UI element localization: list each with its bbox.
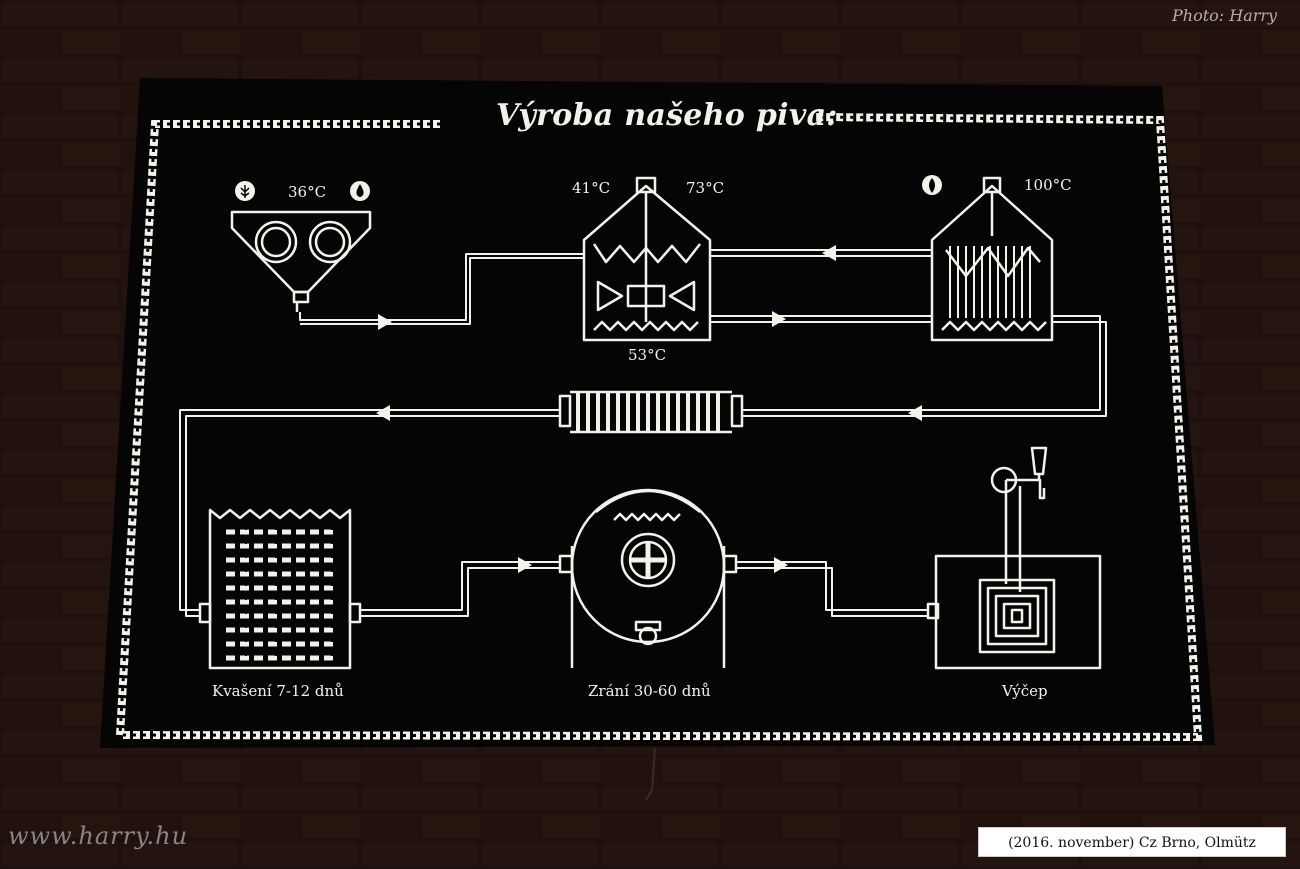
mash-temperature-left: 41°C [572,179,611,197]
flow-arrows [376,245,922,573]
lauter-temperature: 100°C [1024,176,1072,194]
board-title: Výroba našeho piva: [496,98,838,133]
heat-exchanger [558,390,744,434]
grain-mill [230,210,372,312]
step-maturation: Zrání 30-60 dnů [588,682,711,700]
fermentation-vessel [198,508,362,670]
chain-frame [115,113,1203,742]
hops-icon [922,175,942,195]
mill-temperature: 36°C [288,183,327,201]
mash-tun [582,176,712,342]
water-drop-icon [350,181,370,201]
maturation-tank [558,488,738,668]
photo-caption: (2016. november) Cz Brno, Olmütz [978,827,1286,857]
lauter-tun [930,176,1054,342]
mash-temperature-right: 73°C [686,179,725,197]
photo-credit: Photo: Harry [1172,6,1278,25]
brewing-diagram [179,175,1107,670]
mash-temperature-bottom: 53°C [628,346,667,364]
step-fermentation: Kvašení 7-12 dnů [212,682,344,700]
beer-tap [926,446,1102,670]
pipes [179,249,1107,617]
grain-icon [235,181,255,201]
step-tap: Výčep [1002,682,1048,700]
site-watermark: www.harry.hu [8,822,189,850]
power-cable [645,747,656,801]
